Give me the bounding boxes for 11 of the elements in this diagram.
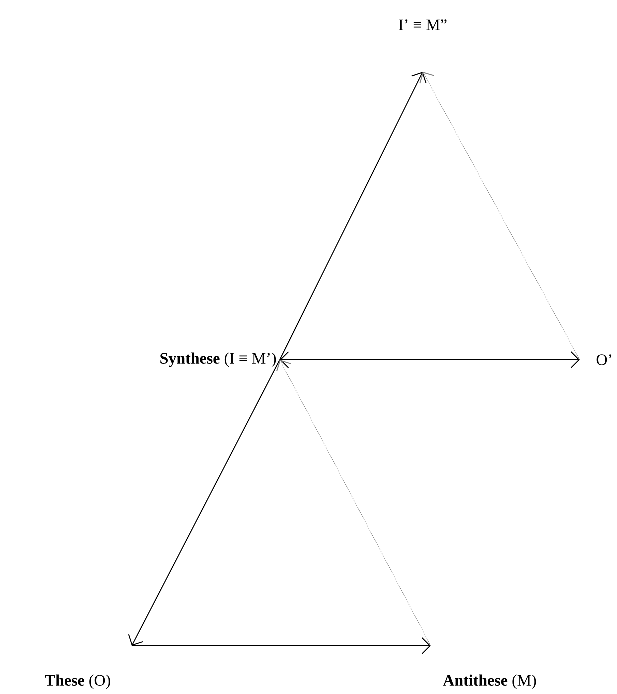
node-label: These (O) [45,674,110,690]
arrow [280,352,580,368]
arrow [420,72,580,360]
arrow [280,72,427,360]
node-label: Synthese (I ≡ M’) [160,352,276,368]
arrow [276,360,432,646]
node-label: I’ ≡ M” [399,20,447,30]
arrow [128,360,280,646]
arrow [132,638,431,654]
node-label: Antithese (M) [443,674,536,690]
node-label: O’ [596,354,612,366]
